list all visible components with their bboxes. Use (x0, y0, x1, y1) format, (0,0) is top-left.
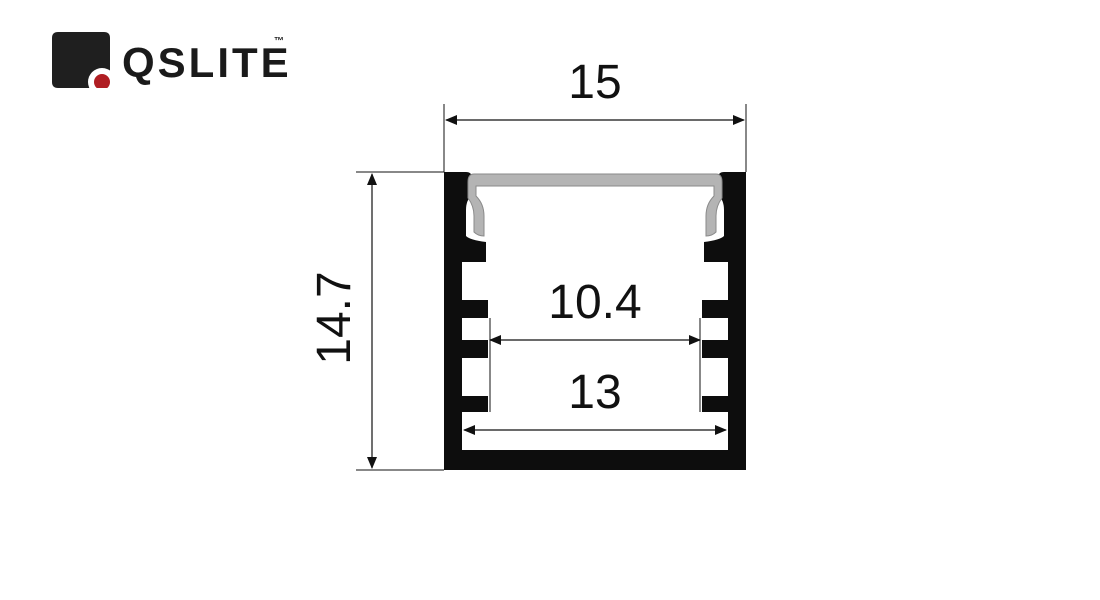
dimension-label-inner-upper: 10.4 (548, 276, 641, 329)
logo-mark-icon (52, 32, 110, 88)
dimension-label-width: 15 (568, 56, 621, 109)
dimension-overall-height: 14.7 (308, 171, 444, 471)
dimension-label-height: 14.7 (308, 271, 361, 364)
diffuser-cover (467, 173, 723, 237)
dimension-label-inner-lower: 13 (568, 366, 621, 419)
profile-base (444, 450, 746, 470)
dimension-overall-width: 15 (443, 56, 747, 172)
right-screw-channel (705, 318, 727, 340)
profile-left-wall (444, 172, 488, 450)
brand-logo: QSLITE ™ (52, 30, 312, 90)
left-screw-channel (463, 318, 485, 340)
logo-text: QSLITE (122, 39, 292, 86)
profile-right-wall (702, 172, 746, 450)
logo-trademark: ™ (274, 36, 284, 47)
aluminium-profile (444, 172, 746, 470)
dimension-inner-width-upper: 10.4 (489, 276, 701, 412)
dimension-inner-width-lower: 13 (463, 366, 727, 435)
